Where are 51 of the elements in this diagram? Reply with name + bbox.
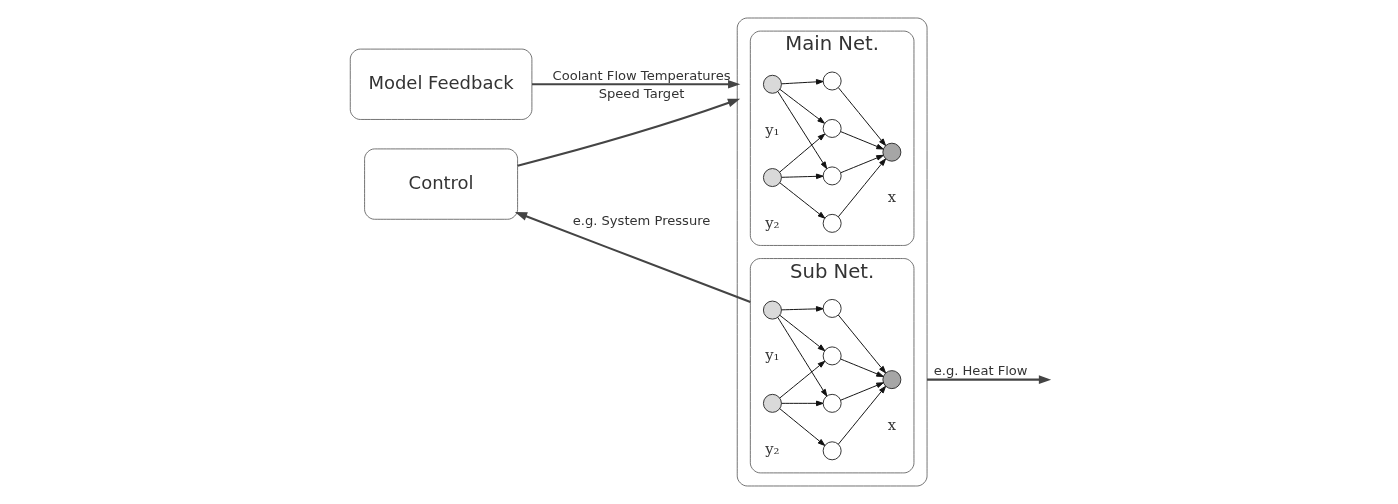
arrow [780,79,823,85]
node-circle [762,300,782,320]
arrow [777,91,827,170]
arrow [778,360,825,399]
node-label: y₁ [764,346,780,364]
node-circle [822,298,842,318]
arrow [926,375,1051,384]
node-circle [822,441,842,461]
edge-label: e.g. Heat Flow [933,363,1028,379]
arrow [778,133,825,173]
arrow [839,382,884,401]
arrow [778,182,825,219]
arrow [839,131,884,150]
arrow [780,400,823,407]
node-circle [762,393,782,413]
arrow [839,154,884,174]
arrow [776,316,827,397]
node-circle [822,118,842,138]
node-box: Model Feedback [349,48,532,120]
edge-label: Coolant Flow Temperatures [552,68,731,84]
node-circle [762,168,782,188]
arrow [516,98,740,167]
arrow [778,88,825,124]
node-label: y₁ [764,120,780,138]
node-box: Control [363,148,518,220]
arrow [531,79,740,89]
node-label: x [887,415,896,433]
node-circle [822,166,842,186]
node-circle [822,71,842,91]
node-circle [881,370,901,390]
arrow [837,314,886,374]
node-circle [822,346,842,366]
arrow [837,158,886,218]
arrow [778,314,825,352]
node-label: x [887,188,896,206]
arrow [839,358,884,377]
arrow [780,306,823,312]
cluster [736,17,927,487]
arrow [780,173,823,180]
node-circle [881,142,901,162]
node-circle [822,393,842,413]
arrow [514,211,751,303]
node-label: y₂ [764,213,780,231]
node-label: y₂ [764,439,780,457]
edge-label: e.g. System Pressure [572,212,710,228]
arrow [837,87,886,146]
node-circle [822,213,842,233]
node-circle [762,74,782,94]
arrow [778,408,825,446]
arrow [837,385,886,445]
edge-label: Speed Target [598,86,684,102]
